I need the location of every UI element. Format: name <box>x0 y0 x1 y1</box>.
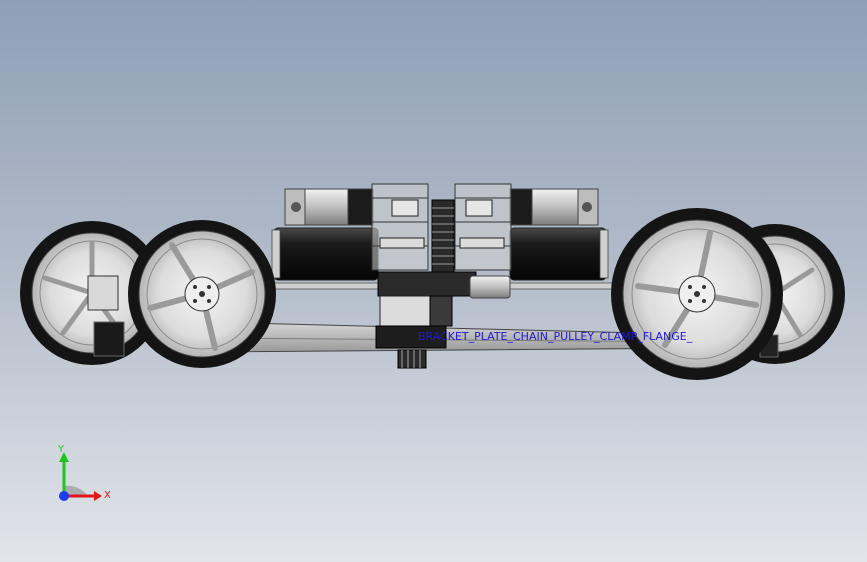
x-axis-label: X <box>104 490 111 501</box>
drive-motor-left[interactable] <box>271 227 379 281</box>
wheel-front-right[interactable] <box>611 208 783 380</box>
gear-motor-top-right[interactable] <box>509 188 599 226</box>
wheel-back-left[interactable] <box>20 221 164 365</box>
part-annotation-label[interactable]: BRACKET_PLATE_CHAIN_PULLEY_CLAMP_FLANGE_… <box>418 329 693 345</box>
part-annotation-text: BRACKET_PLATE_CHAIN_PULLEY_CLAMP_FLANGE_… <box>418 330 693 343</box>
y-axis-label: Y <box>58 444 65 455</box>
z-axis-dot <box>59 491 69 501</box>
central-gearbox-frame[interactable] <box>371 183 512 273</box>
drive-motor-right[interactable] <box>509 227 609 281</box>
wheel-front-left[interactable] <box>128 220 276 368</box>
reference-triad: Y X <box>48 440 128 510</box>
triad-axes-icon <box>59 452 102 501</box>
lower-gearbox[interactable] <box>375 271 511 349</box>
chain-sprocket[interactable] <box>397 349 427 369</box>
gear-motor-top-left[interactable] <box>284 188 374 226</box>
